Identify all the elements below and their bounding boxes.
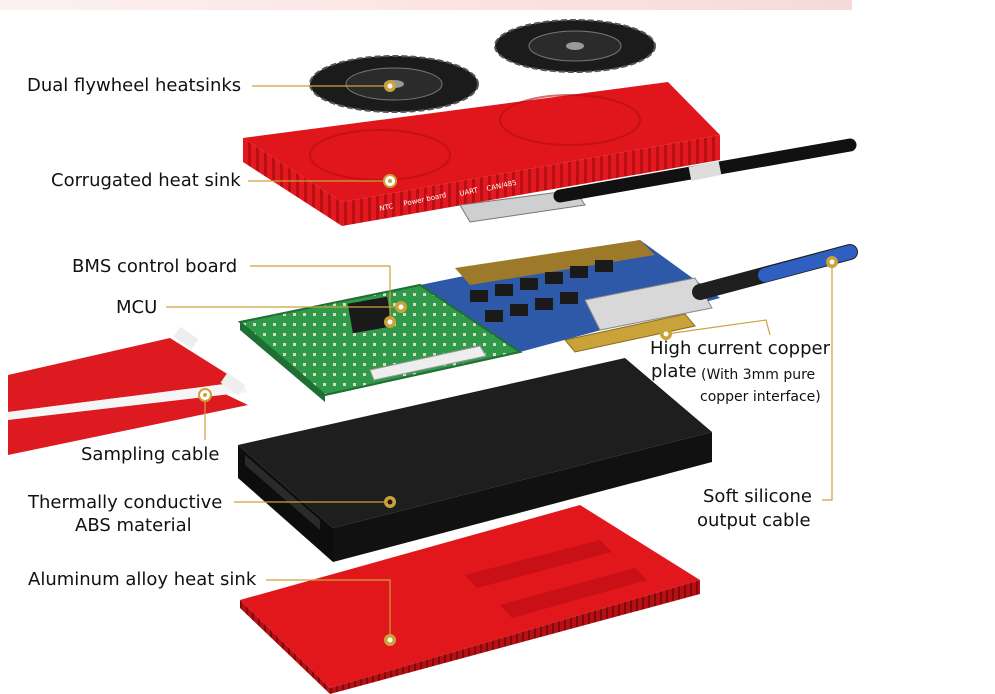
port-label-uart: UART [459,186,480,198]
leader-aluminum [266,579,391,638]
label-aluminum-heat-sink: Aluminum alloy heat sink [28,569,257,590]
sampling-cable [8,326,248,455]
copper-plate [564,277,713,353]
label-bms-control-board: BMS control board [72,256,238,277]
bms-control-board [237,283,523,402]
marker-mcu [395,301,407,313]
power-board [420,240,720,352]
leader-bms [250,265,391,322]
marker-aluminum [384,634,396,646]
silicone-output-cable [692,244,858,300]
label-copper-note2: copper interface) [700,389,821,405]
leader-lines [166,85,833,638]
port-label-ntc: NTC [379,202,394,213]
leader-silicone [822,262,833,501]
leader-copper [665,319,771,336]
corrugated-heat-sink [243,82,720,226]
abs-case [238,358,712,562]
marker-abs [384,496,396,508]
label-corrugated-heat-sink: Corrugated heat sink [51,170,241,191]
flywheel-fan-right [494,19,656,73]
top-color-band [0,0,852,10]
label-abs-line2: ABS material [75,515,192,536]
label-mcu: MCU [116,297,158,318]
label-copper-note1: (With 3mm pure [701,367,816,383]
aluminum-heat-sink [240,505,700,694]
label-silicone-line2: output cable [697,510,811,531]
marker-flywheel [384,80,396,92]
marker-corrugated [383,174,397,188]
label-silicone-line1: Soft silicone [703,486,813,507]
marker-sampling [198,388,212,402]
marker-silicone [826,256,838,268]
marker-bms [384,316,396,328]
label-abs-line1: Thermally conductive [28,492,223,513]
marker-copper [660,328,672,340]
upper-output-cable [459,138,857,223]
label-sampling-cable: Sampling cable [81,444,220,465]
label-copper-line2: plate [651,361,697,382]
label-flywheel-heatsinks: Dual flywheel heatsinks [27,75,242,96]
label-copper-line1: High current copper [650,338,830,359]
marker-dots [198,80,838,646]
